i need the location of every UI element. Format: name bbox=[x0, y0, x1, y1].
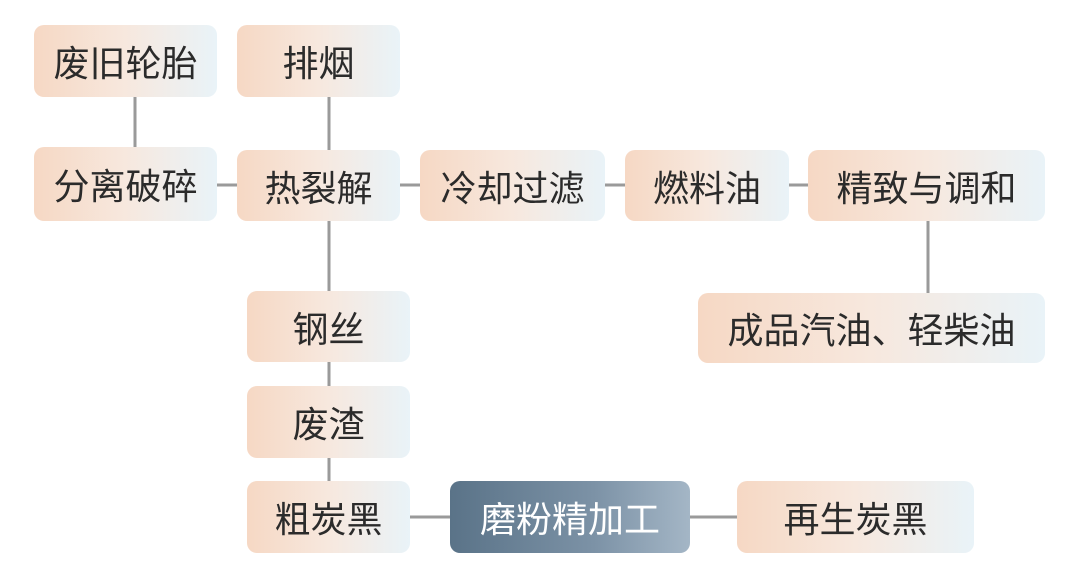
node-cool-filter: 冷却过滤 bbox=[420, 150, 605, 221]
node-waste-tire: 废旧轮胎 bbox=[34, 25, 217, 97]
node-refine-blend: 精致与调和 bbox=[808, 150, 1045, 221]
node-smoke-exhaust: 排烟 bbox=[237, 25, 400, 97]
node-finished-products: 成品汽油、轻柴油 bbox=[698, 293, 1045, 363]
node-recycled-carbon-black: 再生炭黑 bbox=[737, 481, 974, 553]
node-crude-carbon-black: 粗炭黑 bbox=[247, 481, 410, 553]
node-separate-crush: 分离破碎 bbox=[34, 147, 217, 221]
node-fuel-oil: 燃料油 bbox=[625, 150, 789, 221]
node-steel-wire: 钢丝 bbox=[247, 291, 410, 362]
node-waste-residue: 废渣 bbox=[247, 386, 410, 458]
node-grinding-processing: 磨粉精加工 bbox=[450, 481, 690, 553]
node-pyrolysis: 热裂解 bbox=[237, 150, 400, 221]
